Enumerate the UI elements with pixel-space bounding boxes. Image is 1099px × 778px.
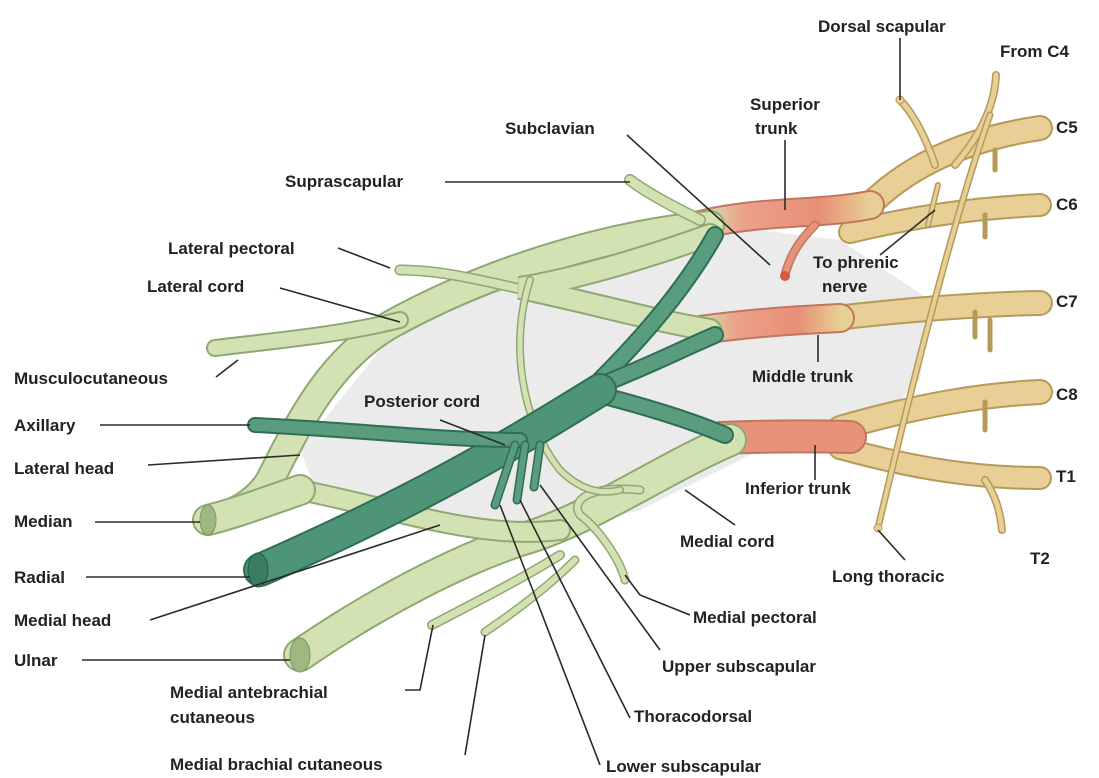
label-radial: Radial <box>14 568 65 587</box>
label-t1: T1 <box>1056 467 1076 486</box>
label-lateral-cord: Lateral cord <box>147 277 244 296</box>
label-t2: T2 <box>1030 549 1050 568</box>
label-dorsal-scapular: Dorsal scapular <box>818 17 946 36</box>
label-middle-trunk: Middle trunk <box>752 367 854 386</box>
label-thoracodorsal: Thoracodorsal <box>634 707 752 726</box>
label-lateral-pectoral: Lateral pectoral <box>168 239 295 258</box>
label-medial-head: Medial head <box>14 611 111 630</box>
label-to-phrenic-line2: nerve <box>822 277 867 296</box>
label-suprascapular: Suprascapular <box>285 172 403 191</box>
label-lower-subscapular: Lower subscapular <box>606 757 761 776</box>
label-c7: C7 <box>1056 292 1078 311</box>
label-superior-trunk-line1: Superior <box>750 95 820 114</box>
label-c8: C8 <box>1056 385 1078 404</box>
label-upper-subscapular: Upper subscapular <box>662 657 816 676</box>
label-median: Median <box>14 512 73 531</box>
label-ulnar: Ulnar <box>14 651 58 670</box>
label-c6: C6 <box>1056 195 1078 214</box>
label-medial-brachial-cutaneous: Medial brachial cutaneous <box>170 755 383 774</box>
label-long-thoracic: Long thoracic <box>832 567 944 586</box>
roots <box>820 75 1040 532</box>
label-medial-antebrachial-line2: cutaneous <box>170 708 255 727</box>
label-medial-cord: Medial cord <box>680 532 774 551</box>
label-c5: C5 <box>1056 118 1078 137</box>
label-posterior-cord: Posterior cord <box>364 392 480 411</box>
label-musculocutaneous: Musculocutaneous <box>14 369 168 388</box>
label-axillary: Axillary <box>14 416 76 435</box>
label-subclavian: Subclavian <box>505 119 595 138</box>
ulnar-nerve-end <box>290 638 310 672</box>
label-medial-antebrachial-line1: Medial antebrachial <box>170 683 328 702</box>
label-inferior-trunk: Inferior trunk <box>745 479 851 498</box>
label-from-c4: From C4 <box>1000 42 1070 61</box>
label-medial-pectoral: Medial pectoral <box>693 608 817 627</box>
label-to-phrenic-line1: To phrenic <box>813 253 899 272</box>
label-superior-trunk-line2: trunk <box>755 119 798 138</box>
label-lateral-head: Lateral head <box>14 459 114 478</box>
